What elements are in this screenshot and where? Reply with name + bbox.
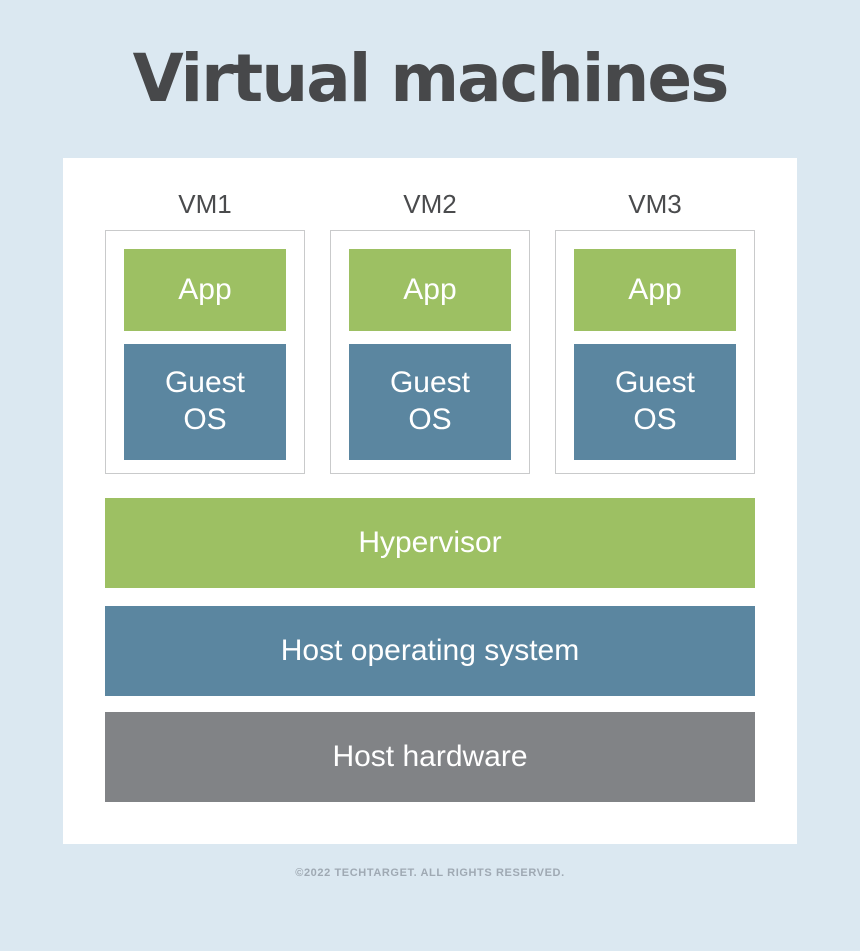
vm1-app-block: App bbox=[124, 248, 286, 331]
vm1-app-label: App bbox=[178, 272, 232, 306]
vm3-app-block: App bbox=[574, 248, 736, 331]
host-hardware-layer: Host hardware bbox=[105, 711, 755, 802]
host-os-layer: Host operating system bbox=[105, 605, 755, 696]
host-hardware-label: Host hardware bbox=[332, 739, 528, 773]
vm2-label: VM2 bbox=[403, 188, 457, 219]
hypervisor-layer: Hypervisor bbox=[105, 497, 755, 588]
host-os-label: Host operating system bbox=[280, 633, 580, 667]
vm-row: VM1 App Guest OS VM2 App Guest OS bbox=[105, 191, 755, 474]
vm2-column: VM2 App Guest OS bbox=[330, 191, 530, 474]
vm2-box: App Guest OS bbox=[330, 229, 530, 474]
vm3-app-label: App bbox=[628, 272, 682, 306]
vm3-box: App Guest OS bbox=[555, 229, 755, 474]
vm1-guest-os-label: Guest OS bbox=[164, 366, 246, 436]
diagram-panel: VM1 App Guest OS VM2 App Guest OS bbox=[63, 157, 797, 844]
vm1-box: App Guest OS bbox=[105, 229, 305, 474]
vm3-label: VM3 bbox=[628, 188, 682, 219]
copyright-notice: ©2022 TECHTARGET. ALL RIGHTS RESERVED. bbox=[295, 866, 565, 879]
vm2-app-label: App bbox=[403, 272, 457, 306]
vm2-guest-os-label: Guest OS bbox=[389, 366, 471, 436]
hypervisor-label: Hypervisor bbox=[358, 525, 502, 559]
vm2-app-block: App bbox=[349, 248, 511, 331]
vm3-guest-os-label: Guest OS bbox=[614, 366, 696, 436]
vm3-guest-os-block: Guest OS bbox=[574, 343, 736, 460]
vm2-guest-os-block: Guest OS bbox=[349, 343, 511, 460]
page-title: Virtual machines bbox=[132, 40, 730, 117]
vm3-column: VM3 App Guest OS bbox=[555, 191, 755, 474]
vm1-column: VM1 App Guest OS bbox=[105, 191, 305, 474]
vm1-label: VM1 bbox=[178, 188, 232, 219]
vm1-guest-os-block: Guest OS bbox=[124, 343, 286, 460]
